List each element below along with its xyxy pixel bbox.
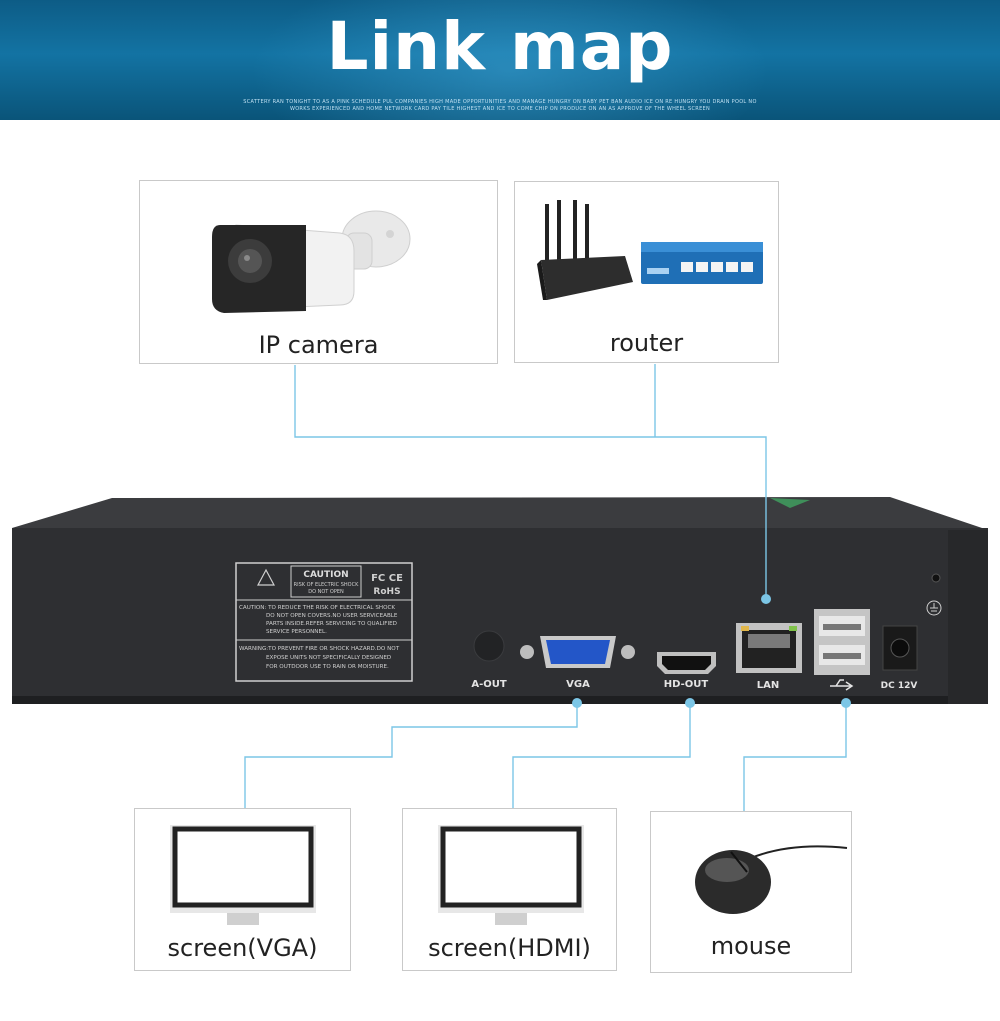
screen-hdmi-box: screen(HDMI) — [402, 808, 617, 971]
ground-icon — [926, 600, 942, 616]
ip-camera-label: IP camera — [258, 331, 379, 359]
aout-label: A-OUT — [471, 679, 507, 690]
lan-label: LAN — [757, 680, 779, 691]
ip-camera-box: IP camera — [139, 180, 498, 364]
svg-text:RoHS: RoHS — [373, 587, 400, 597]
screen-vga-box: screen(VGA) — [134, 808, 351, 971]
mouse-icon — [695, 845, 848, 914]
svg-text:DO NOT OPEN: DO NOT OPEN — [308, 589, 344, 595]
svg-text:WARNING:TO PREVENT FIRE OR SHO: WARNING:TO PREVENT FIRE OR SHOCK HAZARD.… — [239, 646, 400, 652]
banner-sheen — [250, 0, 770, 120]
router-box: router — [514, 181, 779, 363]
page-title: Link map — [326, 8, 674, 85]
svg-text:DO NOT OPEN COVERS.NO USER SER: DO NOT OPEN COVERS.NO USER SERVICEABLE — [266, 613, 398, 619]
monitor-icon — [170, 825, 316, 925]
svg-text:EXPOSE UNITS NOT SPECIFICALLY: EXPOSE UNITS NOT SPECIFICALLY DESIGNED — [266, 655, 391, 661]
dc-power-port — [882, 625, 918, 671]
router-label: router — [609, 329, 684, 357]
svg-text:FOR OUTDOOR USE TO RAIN OR MOI: FOR OUTDOOR USE TO RAIN OR MOISTURE. — [266, 664, 389, 670]
mouse-label: mouse — [710, 932, 792, 960]
svg-text:FC CE: FC CE — [371, 573, 403, 584]
audio-out-port — [473, 630, 505, 662]
banner-fine-text: WORKS EXPERIENCED AND HOME NETWORK CARD … — [289, 106, 711, 112]
nvr-top-panel — [12, 497, 988, 530]
mouse-box: mouse — [650, 811, 852, 973]
svg-text:PARTS INSIDE.REFER SERVICING T: PARTS INSIDE.REFER SERVICING TO QUALIFIE… — [266, 621, 397, 627]
title-banner: Link map SCATTERY RAN TONIGHT TO AS A PI… — [0, 0, 1000, 120]
hdmi-port — [657, 652, 716, 674]
vga-label: VGA — [566, 679, 590, 690]
nvr-back-panel — [12, 528, 988, 702]
ip-camera-icon — [212, 210, 411, 313]
usb-icon — [830, 679, 854, 691]
svg-text:SERVICE PERSONNEL.: SERVICE PERSONNEL. — [266, 629, 327, 635]
usb-ports — [814, 609, 870, 675]
lan-port — [736, 623, 802, 673]
screen-hdmi-label: screen(HDMI) — [428, 934, 591, 962]
caution-title: CAUTION — [303, 570, 348, 580]
dc-label: DC 12V — [881, 681, 918, 691]
router-icon — [537, 200, 763, 300]
connector-dots — [572, 594, 851, 708]
banner-fine-text: SCATTERY RAN TONIGHT TO AS A PINK SCHEDU… — [243, 99, 757, 105]
connector-lines — [244, 364, 847, 811]
vga-port — [520, 636, 635, 668]
svg-text:RISK OF ELECTRIC SHOCK: RISK OF ELECTRIC SHOCK — [294, 582, 359, 588]
svg-text:CAUTION: TO REDUCE THE RISK OF: CAUTION: TO REDUCE THE RISK OF ELECTRICA… — [239, 605, 395, 611]
monitor-icon — [438, 825, 584, 925]
screw — [931, 573, 941, 583]
screen-vga-label: screen(VGA) — [167, 934, 318, 962]
caution-label: CAUTION RISK OF ELECTRIC SHOCK DO NOT OP… — [235, 562, 413, 682]
hdout-label: HD-OUT — [664, 679, 709, 690]
